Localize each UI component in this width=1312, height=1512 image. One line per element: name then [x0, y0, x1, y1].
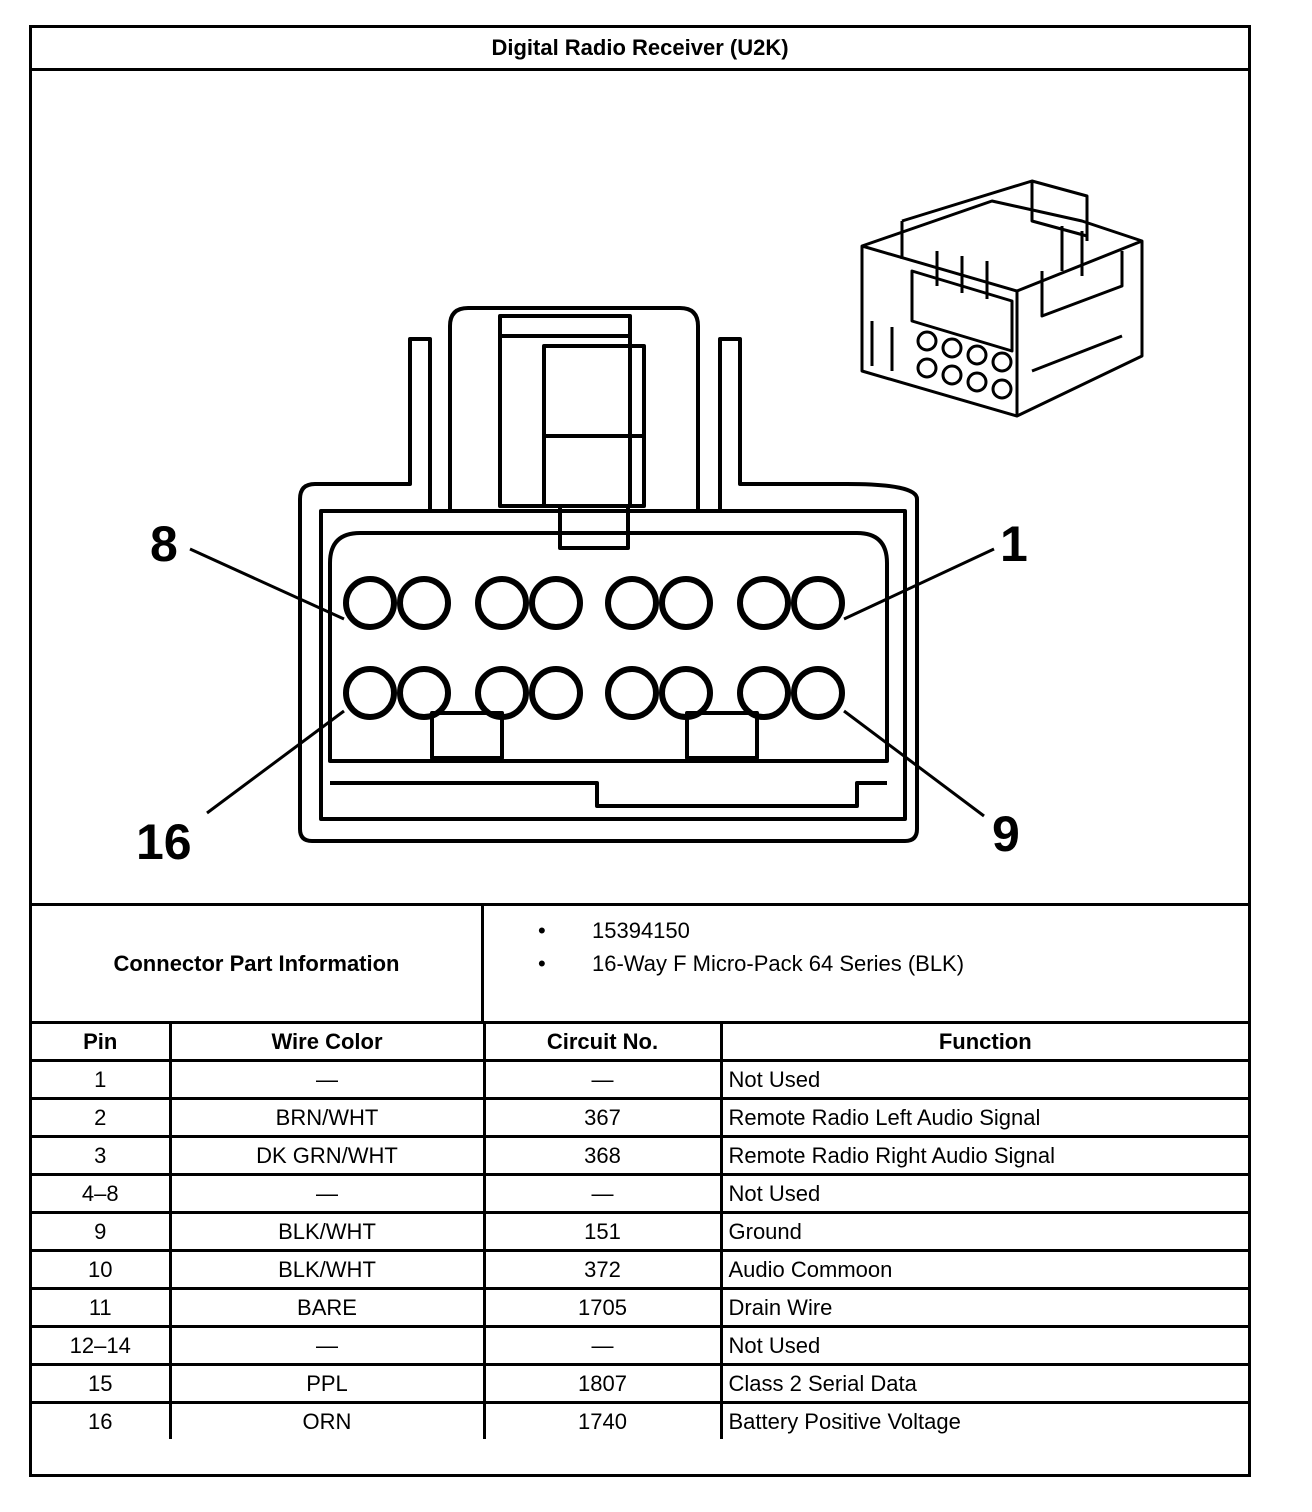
- cell-circuit: —: [482, 1059, 723, 1100]
- cell-circuit: 1705: [482, 1287, 723, 1328]
- cavity-frame: [328, 531, 889, 763]
- cell-wire-color: DK GRN/WHT: [168, 1135, 486, 1176]
- connector-face-drawing: 8 1 16 9: [136, 179, 1144, 870]
- table-row: 3 DK GRN/WHT 368 Remote Radio Right Audi…: [32, 1135, 1248, 1176]
- table-row: 11 BARE 1705 Drain Wire: [32, 1287, 1248, 1328]
- cell-circuit: 372: [482, 1249, 723, 1290]
- latch-tab: [558, 504, 630, 550]
- leader-pin-16: [206, 709, 345, 815]
- cell-wire-color: BRN/WHT: [168, 1097, 486, 1138]
- cell-function: Audio Commoon: [719, 1249, 1248, 1290]
- cell-pin: 12–14: [32, 1325, 172, 1366]
- bottom-channel: [330, 781, 887, 808]
- cell-wire-color: ORN: [168, 1401, 486, 1439]
- connector-info-description: 16-Way F Micro-Pack 64 Series (BLK): [484, 947, 1248, 980]
- cell-wire-color: BLK/WHT: [168, 1211, 486, 1252]
- cell-function: Drain Wire: [719, 1287, 1248, 1328]
- cell-circuit: 368: [482, 1135, 723, 1176]
- diagram-title: Digital Radio Receiver (U2K): [32, 28, 1248, 71]
- table-row: 2 BRN/WHT 367 Remote Radio Left Audio Si…: [32, 1097, 1248, 1138]
- table-row: 15 PPL 1807 Class 2 Serial Data: [32, 1363, 1248, 1404]
- cell-function: Not Used: [719, 1173, 1248, 1214]
- connector-part-info: Connector Part Information 15394150 16-W…: [32, 903, 1248, 1021]
- housing-inner-outline: [319, 509, 907, 821]
- connector-sheet: Digital Radio Receiver (U2K): [29, 25, 1251, 1477]
- cell-pin: 15: [32, 1363, 172, 1404]
- connector-info-label: Connector Part Information: [32, 906, 484, 1021]
- cell-function: Ground: [719, 1211, 1248, 1252]
- lock-tab-left: [430, 711, 504, 760]
- cell-function: Class 2 Serial Data: [719, 1363, 1248, 1404]
- header-wire-color: Wire Color: [168, 1021, 486, 1062]
- cell-circuit: 1740: [482, 1401, 723, 1439]
- pin-label-16: 16: [136, 814, 192, 870]
- table-row: 1 — — Not Used: [32, 1059, 1248, 1100]
- cell-circuit: —: [482, 1173, 723, 1214]
- cell-function: Battery Positive Voltage: [719, 1401, 1248, 1439]
- leader-pin-9: [843, 709, 985, 818]
- cell-pin: 1: [32, 1059, 172, 1100]
- table-row: 4–8 — — Not Used: [32, 1173, 1248, 1214]
- table-row: 12–14 — — Not Used: [32, 1325, 1248, 1366]
- cell-function: Remote Radio Right Audio Signal: [719, 1135, 1248, 1176]
- cell-pin: 11: [32, 1287, 172, 1328]
- connector-iso-sketch: [860, 179, 1144, 418]
- leader-pin-8: [189, 547, 345, 621]
- cell-pin: 10: [32, 1249, 172, 1290]
- cell-pin: 3: [32, 1135, 172, 1176]
- table-row: 9 BLK/WHT 151 Ground: [32, 1211, 1248, 1252]
- cell-circuit: —: [482, 1325, 723, 1366]
- cell-function: Remote Radio Left Audio Signal: [719, 1097, 1248, 1138]
- cell-circuit: 367: [482, 1097, 723, 1138]
- connector-housing-outline: [298, 306, 919, 843]
- cell-circuit: 1807: [482, 1363, 723, 1404]
- header-function: Function: [719, 1021, 1248, 1062]
- pin-label-9: 9: [992, 806, 1020, 862]
- pin-label-8: 8: [150, 516, 178, 572]
- pin-table: Pin Wire Color Circuit No. Function 1 — …: [32, 1021, 1248, 1439]
- pin-label-1: 1: [1000, 516, 1028, 572]
- cell-pin: 16: [32, 1401, 172, 1439]
- cell-pin: 2: [32, 1097, 172, 1138]
- cell-wire-color: BARE: [168, 1287, 486, 1328]
- cavity-row-bottom: [343, 666, 845, 720]
- cell-wire-color: BLK/WHT: [168, 1249, 486, 1290]
- lock-tab-right: [685, 711, 759, 760]
- table-row: 16 ORN 1740 Battery Positive Voltage: [32, 1401, 1248, 1439]
- leader-pin-1: [843, 547, 995, 621]
- cell-wire-color: —: [168, 1325, 486, 1366]
- cell-wire-color: —: [168, 1059, 486, 1100]
- header-circuit: Circuit No.: [482, 1021, 723, 1062]
- cell-function: Not Used: [719, 1059, 1248, 1100]
- cell-circuit: 151: [482, 1211, 723, 1252]
- connector-diagram: 8 1 16 9: [32, 71, 1248, 903]
- connector-info-part-number: 15394150: [484, 914, 1248, 947]
- table-header-row: Pin Wire Color Circuit No. Function: [32, 1021, 1248, 1062]
- cell-pin: 9: [32, 1211, 172, 1252]
- cavity-row-top: [343, 576, 845, 630]
- cell-wire-color: —: [168, 1173, 486, 1214]
- cell-function: Not Used: [719, 1325, 1248, 1366]
- table-row: 10 BLK/WHT 372 Audio Commoon: [32, 1249, 1248, 1290]
- cell-wire-color: PPL: [168, 1363, 486, 1404]
- cell-pin: 4–8: [32, 1173, 172, 1214]
- header-pin: Pin: [32, 1021, 172, 1062]
- connector-info-list: 15394150 16-Way F Micro-Pack 64 Series (…: [484, 906, 1248, 1029]
